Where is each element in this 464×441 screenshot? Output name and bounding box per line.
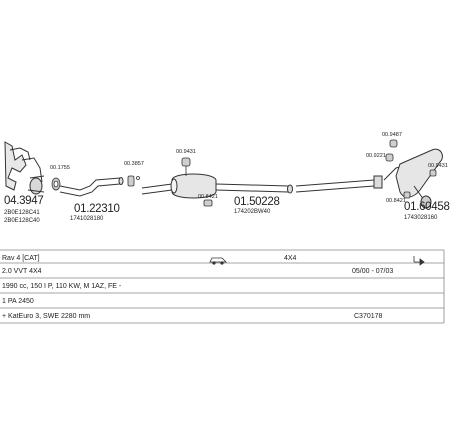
small-ref-3: 00.9431 xyxy=(176,149,196,155)
arrow-icon xyxy=(413,256,425,266)
manifold-catalyst-part xyxy=(4,141,45,195)
front-pipe-part xyxy=(59,177,124,197)
gasket-1 xyxy=(51,177,61,191)
extra-text: + KatEuro 3, SWE 2280 mm xyxy=(2,313,90,320)
engine-text: 1990 cc, 150 I P, 110 KW, M 1AZ, FE - xyxy=(2,283,122,290)
vehicle-text: 2.0 VVT 4X4 xyxy=(2,268,42,275)
rear-silencer-part xyxy=(383,148,443,209)
centre-silencer-part xyxy=(141,173,293,199)
small-ref-8: 00.8421 xyxy=(386,198,406,204)
reference-text: 1 PA 2450 xyxy=(2,298,34,305)
small-ref-6: 00.9221 xyxy=(366,153,386,159)
small-ref-5: 00.9487 xyxy=(382,132,402,138)
hanger-1 xyxy=(181,157,191,176)
model-text: Rav 4 [CAT] xyxy=(2,255,40,262)
part-number-3: 01.50228 xyxy=(234,196,280,208)
part-code-3: 174202BW40 xyxy=(234,209,271,215)
part-number-4: 01.60458 xyxy=(404,201,450,213)
small-ref-4: 00.8421 xyxy=(198,194,218,200)
part-number-2: 01.22310 xyxy=(74,203,120,215)
small-ref-2: 00.3857 xyxy=(124,161,144,167)
code-text: C370178 xyxy=(354,313,383,320)
rear-pipe-part xyxy=(295,175,383,193)
part-number-1: 04.3947 xyxy=(4,195,43,207)
period-text: 05/00 - 07/03 xyxy=(352,268,393,275)
small-ref-1: 00.1755 xyxy=(50,165,70,171)
part-code-4: 1743028160 xyxy=(404,215,438,221)
part-code-2: 1741028180 xyxy=(70,216,104,222)
part-code-1b: 2B0E128C40 xyxy=(4,218,40,224)
hanger-2 xyxy=(203,199,213,207)
drive-text: 4X4 xyxy=(284,255,297,262)
vehicle-info-table: Rav 4 [CAT] 4X4 2.0 VVT 4X4 05/00 - 07/0… xyxy=(0,249,445,324)
car-body-icon xyxy=(209,257,227,265)
hanger-3 xyxy=(385,139,437,199)
small-ref-7: 00.9431 xyxy=(428,163,448,169)
gasket-2 xyxy=(127,175,140,187)
part-code-1a: 2B0E128C41 xyxy=(4,210,40,216)
